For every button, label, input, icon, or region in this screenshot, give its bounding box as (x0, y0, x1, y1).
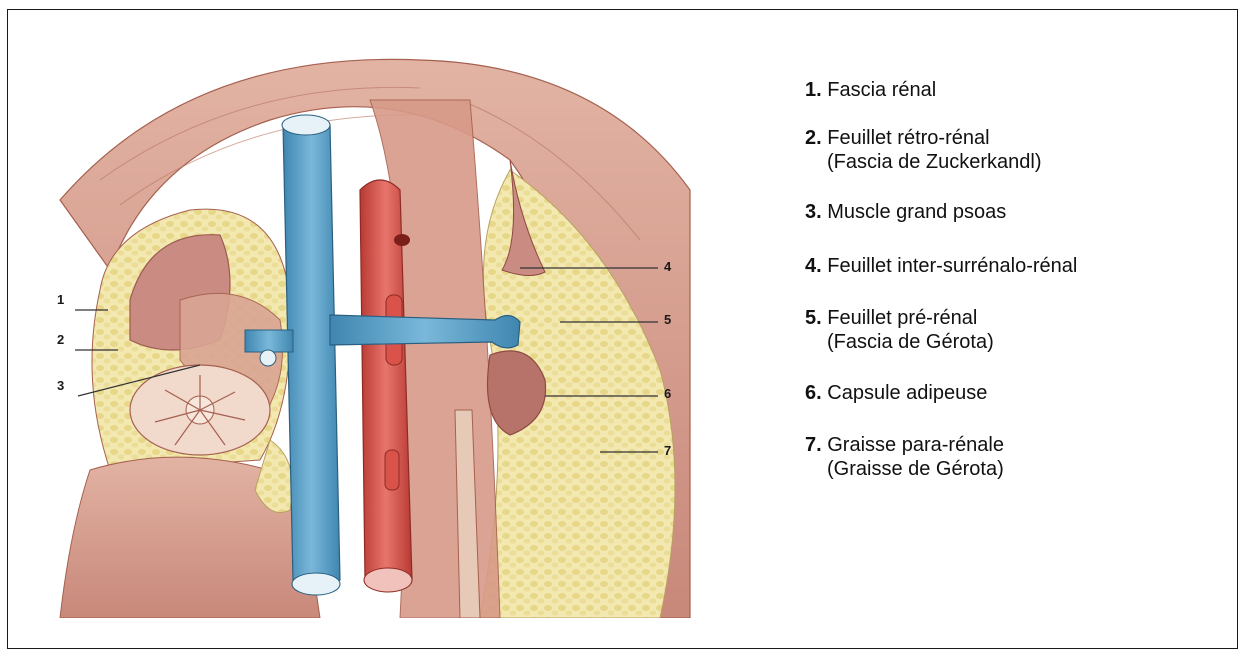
legend-sublabel: (Fascia de Zuckerkandl) (805, 150, 1042, 174)
legend-label: Feuillet rétro-rénal (827, 127, 989, 149)
legend-label: Muscle grand psoas (827, 201, 1006, 223)
kidney-anatomy-illustration (40, 40, 700, 618)
legend-item-6: 6. Capsule adipeuse (805, 381, 987, 405)
legend-label: Graisse para-rénale (827, 434, 1004, 456)
callout-1: 1 (57, 292, 64, 307)
legend-number: 7. (805, 434, 822, 456)
left-kidney-region (60, 209, 320, 618)
legend-label: Feuillet inter-surrénalo-rénal (827, 255, 1077, 277)
legend-number: 3. (805, 201, 822, 223)
callout-5: 5 (664, 312, 671, 327)
legend-label: Capsule adipeuse (827, 382, 987, 404)
legend-item-7: 7. Graisse para-rénale (Graisse de Gérot… (805, 433, 1004, 481)
callout-7: 7 (664, 443, 671, 458)
legend-number: 4. (805, 255, 822, 277)
callout-4: 4 (664, 259, 671, 274)
legend-item-3: 3. Muscle grand psoas (805, 200, 1006, 224)
callout-6: 6 (664, 386, 671, 401)
aorta (360, 180, 412, 592)
legend-sublabel: (Graisse de Gérota) (805, 457, 1004, 481)
legend-number: 2. (805, 127, 822, 149)
legend-label: Fascia rénal (827, 79, 936, 101)
legend-item-5: 5. Feuillet pré-rénal (Fascia de Gérota) (805, 306, 994, 354)
legend-label: Feuillet pré-rénal (827, 307, 977, 329)
legend-sublabel: (Fascia de Gérota) (805, 330, 994, 354)
legend-number: 6. (805, 382, 822, 404)
legend-item-1: 1. Fascia rénal (805, 78, 936, 102)
legend-number: 1. (805, 79, 822, 101)
legend-number: 5. (805, 307, 822, 329)
legend-item-4: 4. Feuillet inter-surrénalo-rénal (805, 254, 1077, 278)
legend-item-2: 2. Feuillet rétro-rénal (Fascia de Zucke… (805, 126, 1042, 174)
callout-2: 2 (57, 332, 64, 347)
callout-3: 3 (57, 378, 64, 393)
